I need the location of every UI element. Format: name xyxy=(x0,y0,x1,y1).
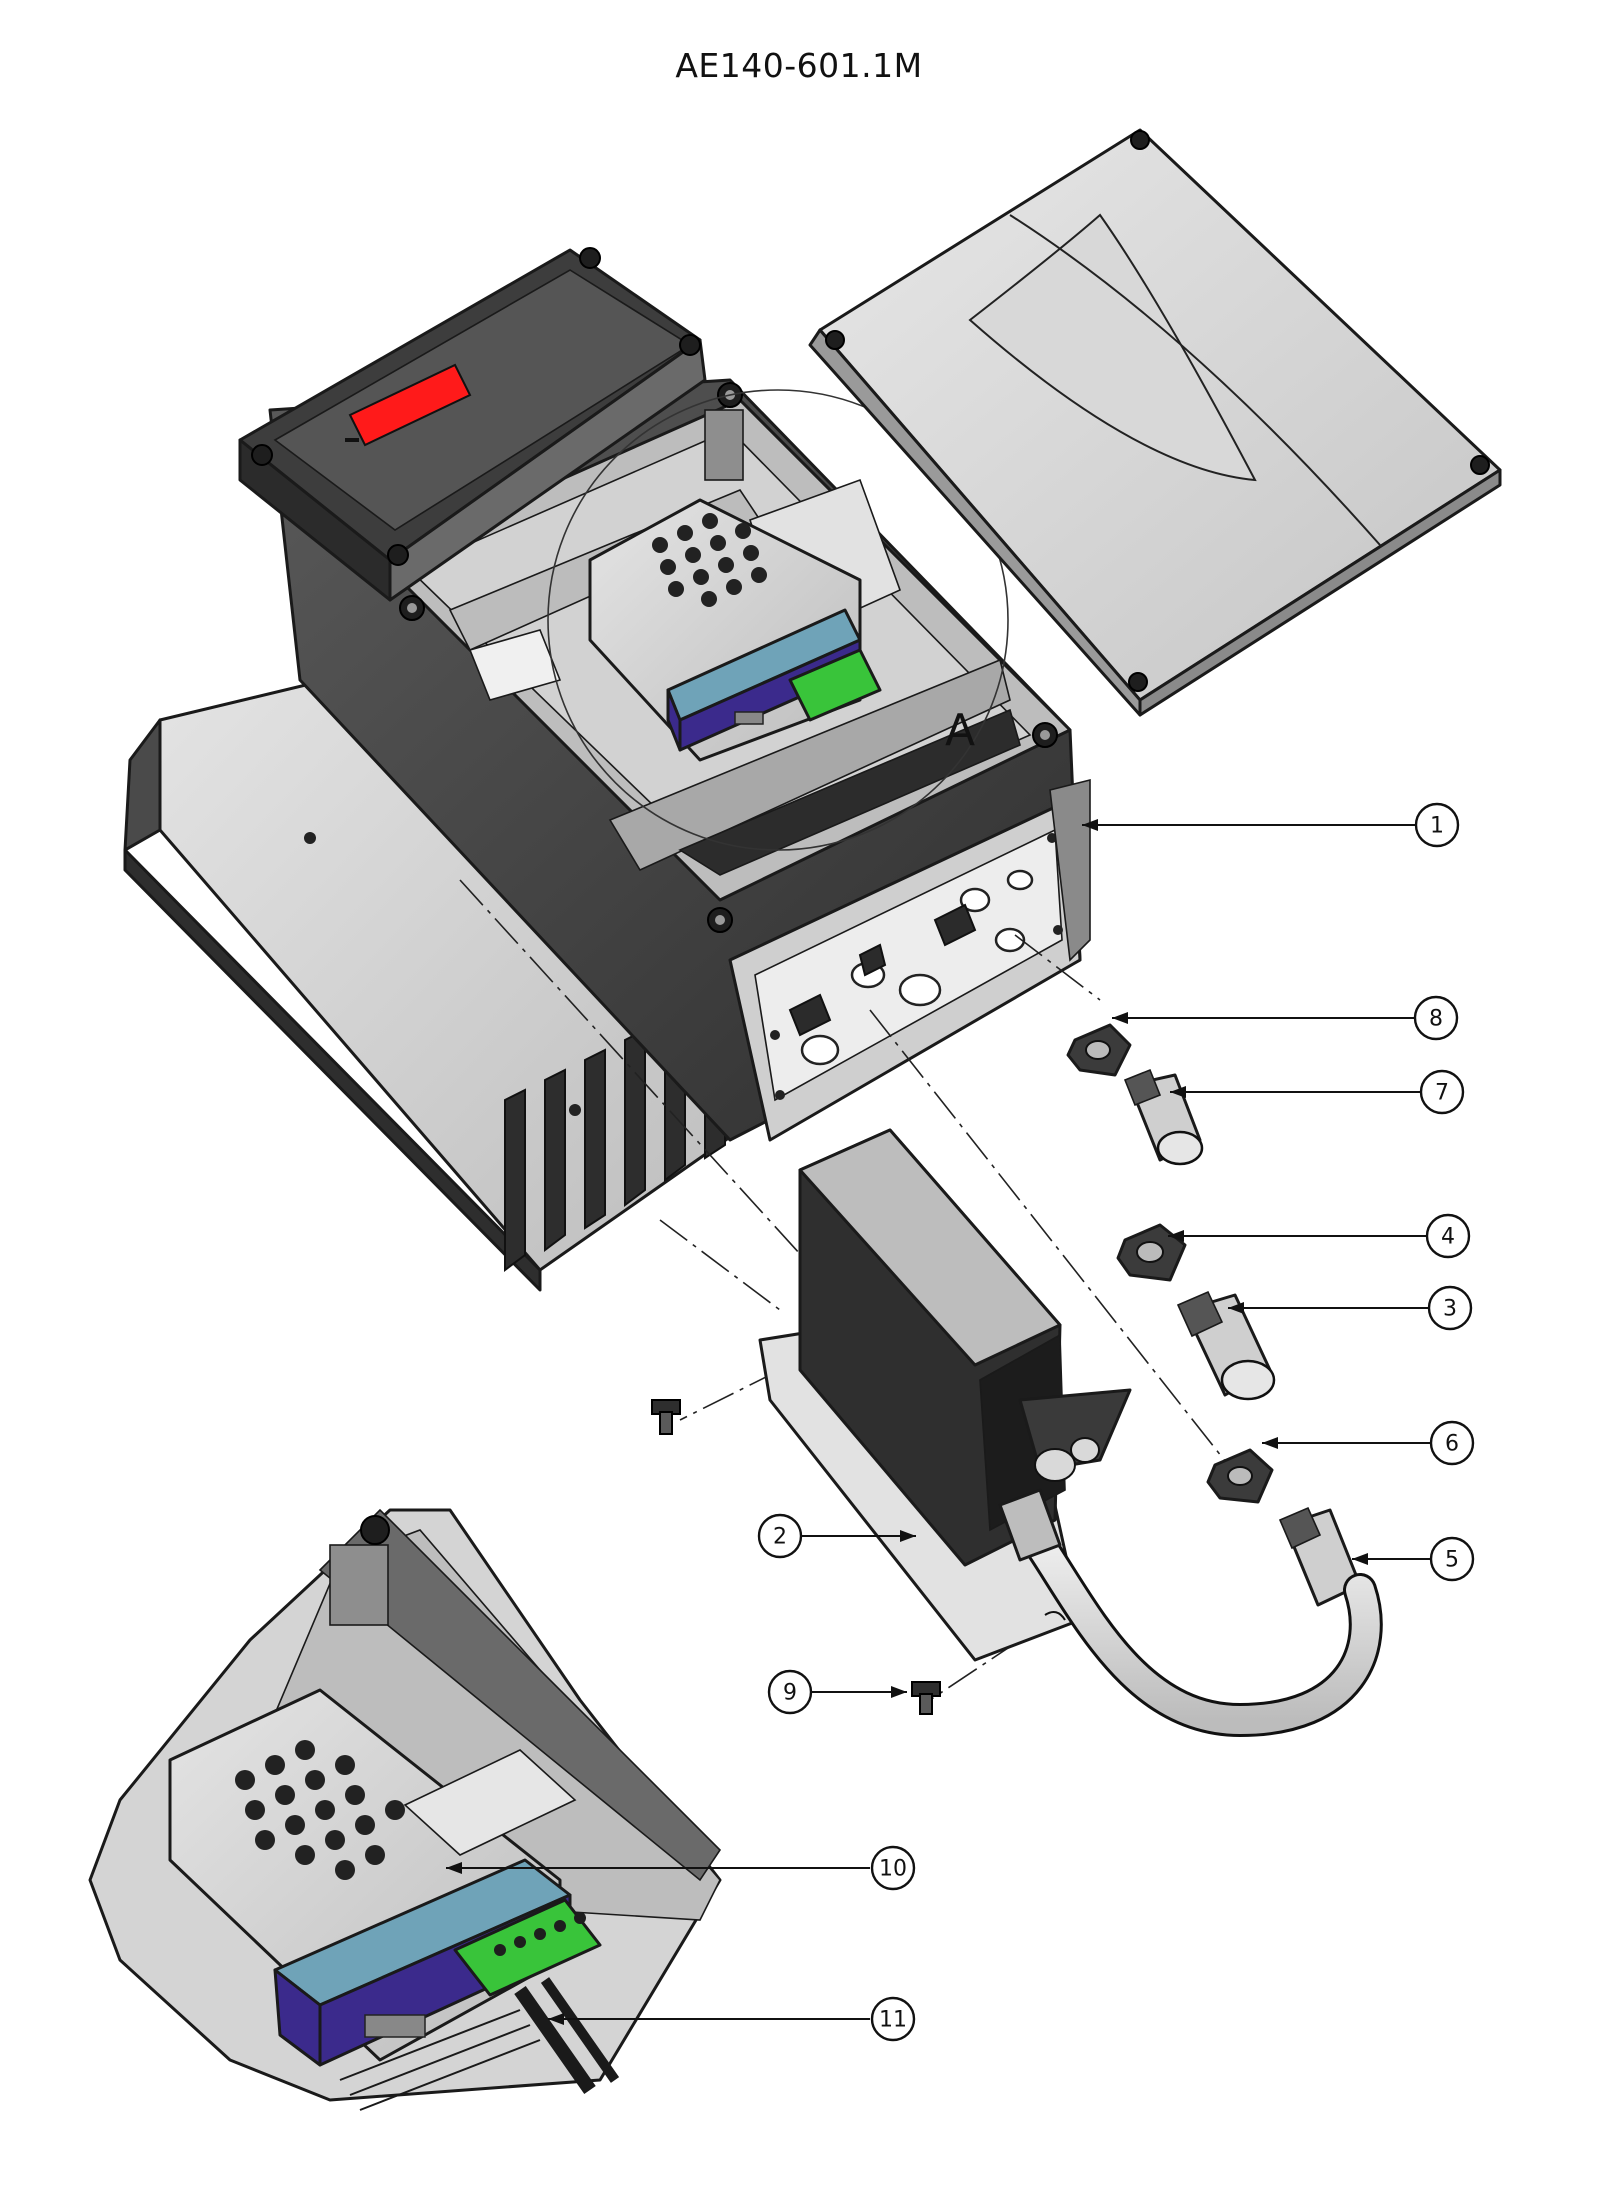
svg-text:6: 6 xyxy=(1445,1432,1459,1457)
nut-8 xyxy=(1066,1023,1132,1077)
callout-7: 7 xyxy=(1419,1069,1465,1115)
detail-label-a: A xyxy=(945,705,975,756)
svg-text:3: 3 xyxy=(1443,1297,1457,1322)
svg-text:1: 1 xyxy=(1430,814,1444,839)
callout-9: 9 xyxy=(767,1669,813,1715)
cable-gland-3 xyxy=(1176,1290,1276,1401)
callout-4: 4 xyxy=(1425,1213,1471,1259)
callout-1: 1 xyxy=(1414,802,1460,848)
emc-filter xyxy=(758,1128,1383,1738)
nut-4 xyxy=(1116,1223,1187,1282)
svg-text:10: 10 xyxy=(879,1857,907,1882)
callout-10: 10 xyxy=(870,1845,916,1891)
screw-9 xyxy=(911,1681,941,1715)
callout-5: 5 xyxy=(1429,1536,1475,1582)
screw-upper xyxy=(651,1399,681,1435)
control-module xyxy=(588,498,882,762)
svg-text:11: 11 xyxy=(879,2008,907,2033)
svg-text:9: 9 xyxy=(783,1681,797,1706)
callout-8: 8 xyxy=(1413,995,1459,1041)
svg-text:7: 7 xyxy=(1435,1081,1449,1106)
callout-11: 11 xyxy=(870,1996,916,2042)
callout-3: 3 xyxy=(1427,1285,1473,1331)
drawing-title: AE140-601.1M xyxy=(675,46,923,85)
cable-gland-7 xyxy=(1123,1068,1204,1166)
svg-text:2: 2 xyxy=(773,1525,787,1550)
display-window xyxy=(348,363,472,447)
svg-text:4: 4 xyxy=(1441,1225,1455,1250)
callout-6: 6 xyxy=(1429,1420,1475,1466)
cable-gland-5 xyxy=(1278,1506,1362,1607)
detail-view-a xyxy=(88,1508,722,2111)
callout-2: 2 xyxy=(757,1513,803,1559)
svg-text:5: 5 xyxy=(1445,1548,1459,1573)
heatsink xyxy=(123,658,742,1292)
svg-text:8: 8 xyxy=(1429,1007,1443,1032)
vent-holes xyxy=(652,513,767,607)
leader-lines xyxy=(446,819,1430,2025)
nut-6 xyxy=(1206,1448,1274,1504)
top-cover xyxy=(808,128,1502,717)
display-unit xyxy=(238,247,707,602)
detail-circle-a xyxy=(547,389,1009,851)
detail-vent-holes xyxy=(235,1740,405,1880)
